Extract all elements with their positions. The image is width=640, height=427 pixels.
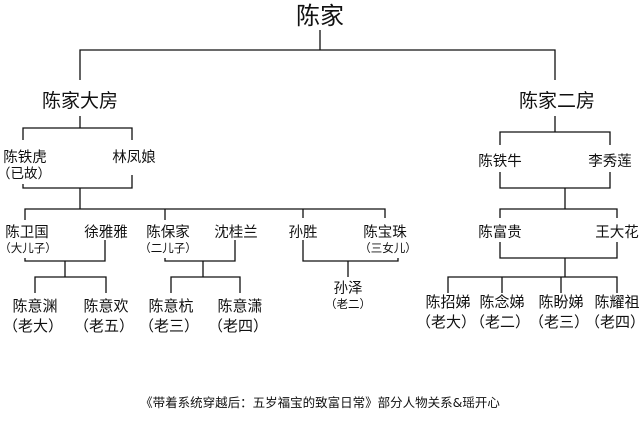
- note-chen-zhaodi: （老大）: [416, 313, 476, 331]
- note-chen-pandi: （老三）: [529, 313, 589, 331]
- note-chen-yaozu: （老四）: [585, 313, 640, 331]
- person-chen-tieniu: 陈铁牛: [478, 152, 522, 170]
- person-chen-yiyuan: 陈意渊: [12, 297, 57, 315]
- person-chen-baozhu: 陈宝珠: [363, 223, 407, 241]
- person-chen-niandi: 陈念娣: [479, 293, 524, 311]
- second-branch-label: 陈家二房: [519, 90, 595, 112]
- baojia-children-bar: [170, 276, 241, 293]
- note-chen-baozhu: （三女儿）: [359, 241, 417, 255]
- fugui-bracket: [499, 208, 618, 218]
- person-shen-guilan: 沈桂兰: [214, 224, 258, 241]
- note-chen-baojia: （二儿子）: [139, 241, 197, 255]
- tieniu-bracket: [499, 131, 611, 145]
- note-chen-tiehu: （已故）: [0, 166, 51, 182]
- person-chen-pandi: 陈盼娣: [538, 293, 583, 311]
- person-chen-yaozu: 陈耀祖: [594, 293, 639, 311]
- branch-connector: [79, 49, 556, 80]
- tiehu-children-bar: [24, 208, 386, 220]
- note-chen-niandi: （老二）: [470, 313, 530, 331]
- tiehu-couple-line: [22, 175, 133, 189]
- tieniu-couple-line: [499, 172, 611, 189]
- sunsheng-couple-line: [302, 240, 399, 262]
- note-chen-yiyuan: （老大）: [3, 317, 63, 335]
- person-chen-yihuan: 陈意欢: [83, 297, 128, 315]
- person-chen-baojia: 陈保家: [146, 223, 190, 241]
- person-chen-fugui: 陈富贵: [478, 223, 522, 241]
- person-chen-yihang: 陈意杭: [148, 297, 193, 315]
- fugui-couple-line: [499, 242, 618, 259]
- note-chen-yihang: （老三）: [139, 317, 199, 335]
- person-li-xiulian: 李秀莲: [588, 153, 632, 170]
- person-lin-fengniang: 林凤娘: [112, 149, 156, 166]
- note-chen-yihuan: （老五）: [74, 317, 134, 335]
- person-wang-dahua: 王大花: [595, 224, 639, 241]
- first-gen-bracket: [22, 127, 133, 140]
- weiguo-children-bar: [34, 276, 107, 293]
- person-chen-tiehu: 陈铁虎: [3, 148, 47, 166]
- first-branch-label: 陈家大房: [42, 90, 118, 112]
- person-sun-ze: 孙泽: [334, 280, 363, 297]
- note-chen-weiguo: （大儿子）: [0, 241, 57, 255]
- fugui-children-bar: [447, 276, 618, 293]
- note-sun-ze: （老二）: [325, 297, 371, 311]
- person-chen-weiguo: 陈卫国: [5, 223, 49, 241]
- note-chen-yixiao: （老四）: [208, 317, 268, 335]
- person-sun-sheng: 孙胜: [289, 224, 318, 241]
- person-chen-yixiao: 陈意潇: [217, 297, 262, 315]
- root-label: 陈家: [296, 2, 344, 30]
- connector-lines: [22, 30, 618, 293]
- caption: 《带着系统穿越后：五岁福宝的致富日常》部分人物关系&瑶开心: [140, 395, 500, 410]
- person-xu-yaya: 徐雅雅: [84, 224, 128, 241]
- person-chen-zhaodi: 陈招娣: [425, 293, 470, 311]
- baojia-couple-line: [164, 240, 236, 262]
